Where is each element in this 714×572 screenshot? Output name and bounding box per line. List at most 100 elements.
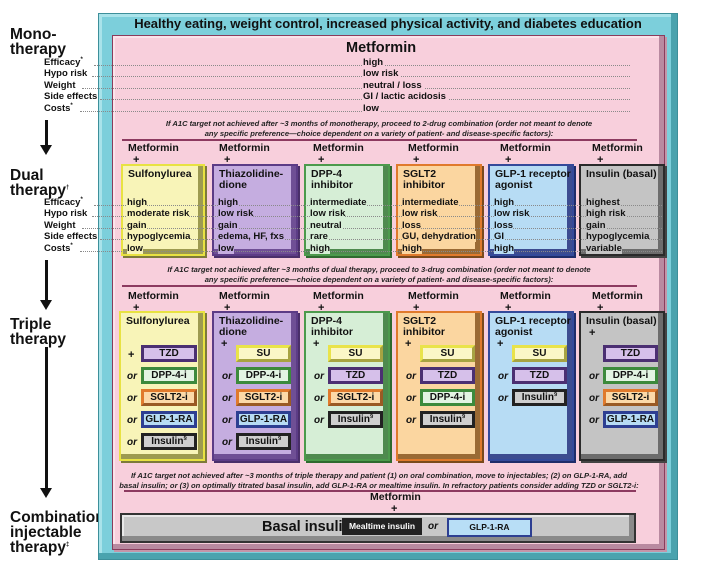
or-label: or bbox=[406, 415, 416, 426]
plus-sign: + bbox=[497, 338, 504, 350]
plus-sign: + bbox=[224, 154, 231, 166]
dual-insulin-side: hypoglycemia bbox=[586, 231, 650, 242]
addon-chip-insulin: Insulin§ bbox=[420, 411, 475, 428]
dual-insulin-costs: variable bbox=[586, 243, 622, 254]
dual-su-side: hypoglycemia bbox=[127, 231, 191, 242]
or-label: or bbox=[498, 371, 508, 382]
flow-arrow-head-icon bbox=[40, 488, 52, 498]
plus-sign: + bbox=[133, 154, 140, 166]
dual-glp1-hypo: low risk bbox=[494, 208, 530, 219]
metformin-label: Metformin bbox=[219, 290, 270, 302]
dual-sglt2-side: GU, dehydration bbox=[402, 231, 476, 242]
stage-text: therapy bbox=[10, 331, 66, 348]
dual-tzd-side: edema, HF, fxs bbox=[218, 231, 284, 242]
plus-sign: + bbox=[128, 349, 135, 361]
card-title: Insulin (basal) bbox=[586, 315, 657, 327]
dual-dpp4-hypo: low risk bbox=[310, 208, 346, 219]
or-label: or bbox=[406, 371, 416, 382]
guide-line bbox=[100, 239, 662, 240]
or-label: or bbox=[127, 415, 137, 426]
guide-line bbox=[94, 205, 662, 206]
metformin-label: Metformin bbox=[408, 142, 459, 154]
stage-label-monotherapy: Mono- therapy bbox=[10, 26, 66, 58]
addon-chip-glp1ra: GLP-1-RA bbox=[141, 411, 197, 428]
or-label: or bbox=[222, 393, 232, 404]
dual-tzd-costs: low bbox=[218, 243, 234, 254]
dual-sglt2-efficacy: intermediate bbox=[402, 197, 459, 208]
guide-line bbox=[92, 216, 662, 217]
stage-text: injectable bbox=[10, 524, 82, 541]
metformin-frame bbox=[112, 35, 665, 550]
flow-arrow-line bbox=[45, 260, 48, 300]
addon-chip-dpp4i: DPP-4-i bbox=[603, 367, 658, 384]
stage-text: Combination bbox=[10, 509, 105, 526]
addon-chip-dpp4i: DPP-4-i bbox=[420, 389, 475, 406]
guide-line bbox=[80, 111, 630, 112]
stage-label-triple-therapy: Triple therapy bbox=[10, 317, 66, 348]
addon-chip-glp1ra: GLP-1-RA bbox=[236, 411, 291, 428]
dual-dpp4-efficacy: intermediate bbox=[310, 197, 367, 208]
addon-chip-tzd: TZD bbox=[512, 367, 567, 384]
addon-chip-insulin: Insulin§ bbox=[236, 433, 291, 450]
dual-glp1-side: GI bbox=[494, 231, 505, 242]
dual-dpp4-costs: high bbox=[310, 243, 331, 254]
metformin-label: Metformin bbox=[500, 142, 551, 154]
dual-insulin-weight: gain bbox=[586, 220, 606, 231]
dual-glp1-efficacy: high bbox=[494, 197, 515, 208]
guide-line bbox=[92, 76, 630, 77]
stage-label-dual-therapy: Dual therapy† bbox=[10, 167, 70, 199]
row-label-weight: Weight bbox=[44, 80, 76, 91]
row-label-hypo-risk: Hypo risk bbox=[44, 208, 88, 219]
triple-card-insulin-basal: Insulin (basal) + bbox=[579, 311, 665, 461]
or-label: or bbox=[127, 371, 137, 382]
card-title: Thiazolidine-dione bbox=[219, 168, 284, 191]
plus-sign: + bbox=[505, 302, 512, 314]
stage-text: Mono- bbox=[10, 26, 57, 43]
or-label: or bbox=[406, 393, 416, 404]
flow-arrow-line bbox=[45, 347, 48, 490]
dual-tzd-hypo: low risk bbox=[218, 208, 254, 219]
addon-chip-tzd: TZD bbox=[141, 345, 197, 362]
or-label: or bbox=[428, 521, 438, 532]
basal-insulin-label: Basal insulin + bbox=[262, 519, 364, 535]
addon-chip-sglt2i: SGLT2-i bbox=[328, 389, 383, 406]
addon-chip-glp1ra: GLP-1-RA bbox=[603, 411, 658, 428]
addon-chip-sglt2i: SGLT2-i bbox=[603, 389, 658, 406]
or-label: or bbox=[127, 393, 137, 404]
or-label: or bbox=[589, 415, 599, 426]
row-label-costs: Costs* bbox=[44, 242, 73, 254]
addon-chip-su: SU bbox=[236, 345, 291, 362]
plus-sign: + bbox=[318, 154, 325, 166]
or-label: or bbox=[314, 393, 324, 404]
flow-arrow-head-icon bbox=[40, 300, 52, 310]
plus-sign: + bbox=[597, 154, 604, 166]
plus-sign: + bbox=[405, 338, 412, 350]
separator bbox=[122, 285, 637, 287]
mono-weight: neutral / loss bbox=[363, 80, 424, 91]
metformin-label: Metformin bbox=[370, 491, 421, 503]
dual-sglt2-costs: high bbox=[402, 243, 423, 254]
dual-su-costs: low bbox=[127, 243, 143, 254]
dual-sglt2-weight: loss bbox=[402, 220, 422, 231]
plus-sign: + bbox=[133, 302, 140, 314]
row-label-side-effects: Side effects bbox=[44, 91, 98, 102]
metformin-label: Metformin bbox=[500, 290, 551, 302]
mono-side-effects: GI / lactic acidosis bbox=[363, 91, 448, 102]
flow-arrow-head-icon bbox=[40, 145, 52, 155]
addon-chip-dpp4i: DPP-4-i bbox=[141, 367, 197, 384]
mealtime-insulin-chip: Mealtime insulin bbox=[342, 518, 422, 535]
addon-chip-su: SU bbox=[328, 345, 383, 362]
guide-line bbox=[80, 251, 662, 252]
row-label-costs: Costs* bbox=[44, 102, 73, 114]
guide-line bbox=[82, 88, 630, 89]
dual-tzd-efficacy: high bbox=[218, 197, 239, 208]
dual-su-weight: gain bbox=[127, 220, 147, 231]
addon-chip-sglt2i: SGLT2-i bbox=[236, 389, 291, 406]
row-label-hypo-risk: Hypo risk bbox=[44, 68, 88, 79]
or-label: or bbox=[314, 371, 324, 382]
plus-sign: + bbox=[413, 154, 420, 166]
